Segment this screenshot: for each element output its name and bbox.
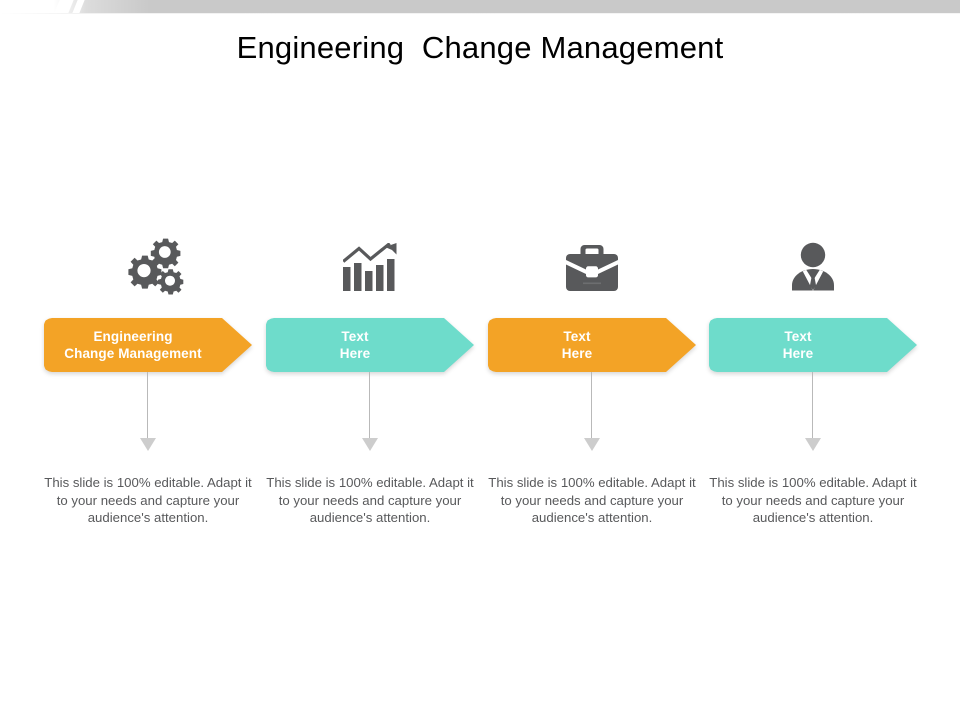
column-2: Text Here This slide is 100% editable. A…	[259, 0, 481, 720]
connector-line-1	[147, 372, 148, 444]
body-text-2: This slide is 100% editable. Adapt it to…	[266, 475, 474, 525]
gears-icon	[37, 236, 259, 298]
banner-2[interactable]: Text Here	[266, 318, 474, 372]
body-text-4: This slide is 100% editable. Adapt it to…	[709, 475, 917, 525]
connector-arrowhead-2	[362, 438, 378, 451]
banner-4[interactable]: Text Here	[709, 318, 917, 372]
businessman-icon	[702, 236, 924, 298]
banner-4-label: Text Here	[782, 329, 814, 361]
top-bar-underline	[0, 13, 960, 14]
connector-arrow-3	[481, 372, 703, 456]
connector-arrow-2	[259, 372, 481, 456]
connector-arrow-4	[702, 372, 924, 456]
connector-line-3	[591, 372, 592, 444]
banner-1-label: Engineering Change Management	[64, 329, 202, 361]
body-text-1: This slide is 100% editable. Adapt it to…	[44, 475, 252, 525]
column-4: Text Here This slide is 100% editable. A…	[702, 0, 924, 720]
connector-arrowhead-3	[584, 438, 600, 451]
connector-arrowhead-4	[805, 438, 821, 451]
connector-arrow-1	[37, 372, 259, 456]
body-text-3: This slide is 100% editable. Adapt it to…	[488, 475, 696, 525]
top-decorative-bar	[0, 0, 960, 14]
banner-2-shape	[266, 318, 474, 372]
banner-3-shape	[488, 318, 696, 372]
banner-3[interactable]: Text Here	[488, 318, 696, 372]
connector-arrowhead-1	[140, 438, 156, 451]
banner-2-label: Text Here	[339, 329, 371, 361]
connector-line-2	[369, 372, 370, 444]
top-bar-fade-overlay	[0, 0, 150, 13]
banner-1-shape	[44, 318, 252, 372]
top-bar-grey-strip	[0, 0, 960, 13]
banner-3-label: Text Here	[561, 329, 593, 361]
page-title: Engineering Change Management	[236, 30, 724, 65]
bar-chart-growth-icon	[259, 236, 481, 298]
connector-line-4	[812, 372, 813, 444]
briefcase-icon	[481, 236, 703, 298]
column-1: Engineering Change Management This slide…	[37, 0, 259, 720]
banner-1[interactable]: Engineering Change Management	[44, 318, 252, 372]
column-3: Text Here This slide is 100% editable. A…	[481, 0, 703, 720]
banner-4-shape	[709, 318, 917, 372]
